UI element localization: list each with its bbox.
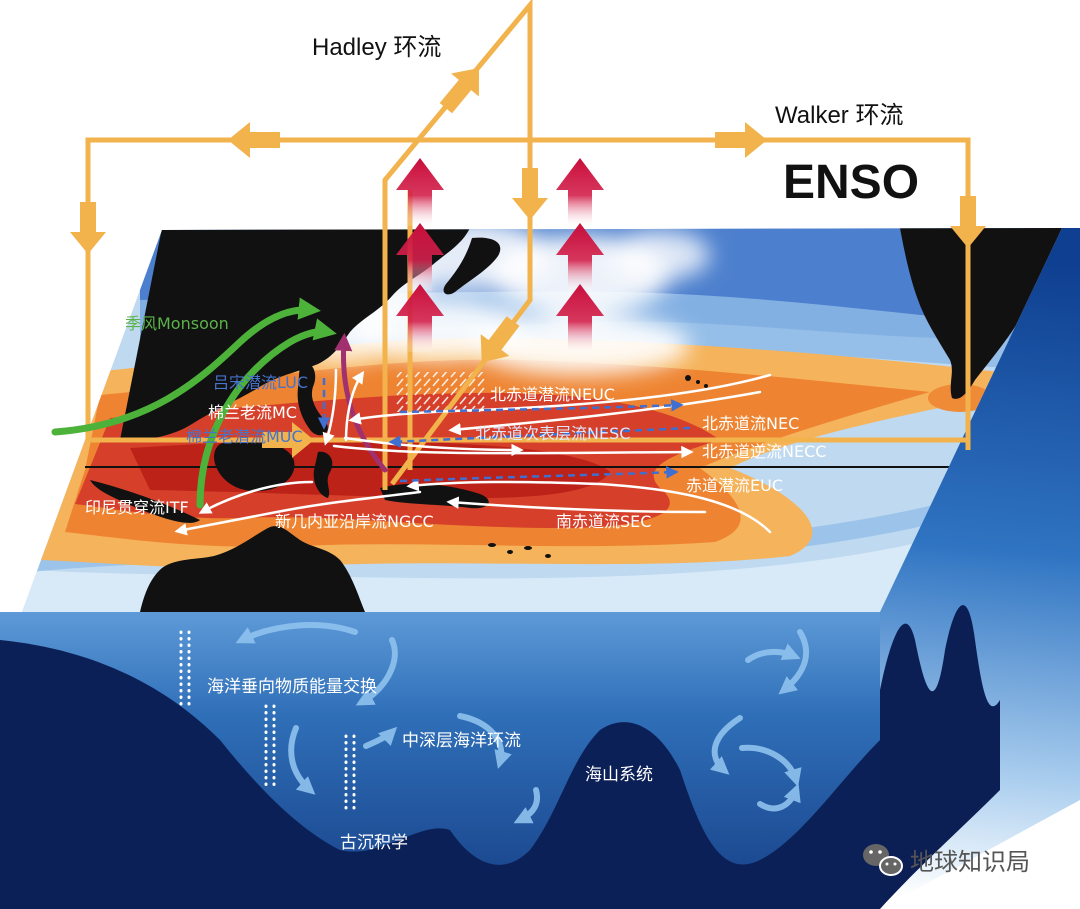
land-americas [900,228,1062,399]
island [704,384,708,388]
vertical-exchange-dots [179,630,356,814]
nec-label: 北赤道流NEC [702,414,799,433]
deep-arrow [778,629,810,695]
seafloor-topography [0,640,880,909]
land-philippines [297,361,328,436]
block-right-face [880,228,1080,909]
land-borneo [214,440,295,492]
land-sumatra-java [90,480,200,523]
walker-label: Walker 环流 [775,102,903,129]
land-sulawesi [313,451,333,498]
deep-arrow [288,725,316,795]
watermark-text: 地球知识局 [910,848,1030,876]
nesc-label: 北赤道次表层流NESC [475,424,630,443]
mc-label: 棉兰老流MC [208,403,297,422]
island [488,543,496,547]
luc-label: 吕宋潜流LUC [213,373,308,392]
right-face-seamounts [880,605,1000,909]
current-itf [198,480,314,514]
island [685,375,691,381]
deep-arrow [363,726,398,749]
deep-arrow [235,622,358,644]
current-sec [406,478,772,534]
current-neuc [399,399,684,414]
deep-arrow [513,787,540,824]
labels: Hadley 环流 Walker 环流 ENSO 季风Monsoon 吕宋潜流L… [85,34,919,853]
ngcc-label: 新几内亚沿岸流NGCC [275,512,434,531]
paleo-label: 古沉积学 [340,833,408,853]
convection-arrow [396,158,444,226]
cloud [610,230,710,280]
muc-label: 棉兰老潜流MUC [186,427,303,446]
ocean-surface-map [22,228,1062,612]
current-mc [322,368,338,446]
current-nesc [388,426,691,448]
current-necc-branch [343,436,524,457]
current-sec-branch [446,496,707,514]
land-australia [140,526,365,612]
deep-arrow [757,783,801,812]
seamount-label: 海山系统 [585,765,653,785]
coastal-warm-patch [928,384,992,412]
hadley-arrow-sinking [512,168,548,220]
wechat-eye [869,850,873,854]
deep-arrow [739,744,802,787]
island [545,554,551,558]
neuc-label: 北赤道潜流NEUC [490,385,615,404]
current-necc [332,444,694,459]
subsurface-currents [317,378,691,483]
mid-deep-circulation-label: 中深层海洋环流 [402,731,521,751]
current-ngcc [174,490,422,536]
wechat-eye [893,862,897,866]
deep-arrow [457,713,512,769]
wechat-icon [863,844,903,876]
vertical-exchange-label: 海洋垂向物质能量交换 [207,677,377,697]
current-euc [399,466,679,483]
monsoon-arrow-west [51,297,321,436]
convection-arrow [556,158,604,226]
hadley-label: Hadley 环流 [312,34,441,61]
walker-arrow-left [228,122,280,158]
sec-label: 南赤道流SEC [556,512,651,531]
walker-arrow-right [715,122,767,158]
deep-circulation-arrows [235,622,810,824]
land-japan [443,237,501,295]
wechat-bubble-small [879,856,903,876]
block-front-face [0,612,880,909]
deep-arrow [745,643,801,663]
wechat-eye [878,850,882,854]
monsoon-label: 季风Monsoon [125,314,229,333]
island [696,380,700,384]
current-nec-branch [448,390,762,436]
wechat-eye [885,862,889,866]
current-kuroshio [344,370,365,442]
enso-label: ENSO [783,156,919,209]
watermark: 地球知识局 [863,844,1030,876]
current-nec [348,373,772,425]
surface-currents [174,368,772,536]
deep-arrow [355,637,398,706]
island [524,546,532,550]
euc-label: 赤道潜流EUC [686,476,783,495]
itf-label: 印尼贯穿流ITF [85,498,189,517]
walker-arrow-down-west [70,202,106,254]
deep-arrow [709,715,743,775]
island [507,550,513,554]
necc-label: 北赤道逆流NECC [702,442,826,461]
monsoon-arrow-south [196,318,337,509]
